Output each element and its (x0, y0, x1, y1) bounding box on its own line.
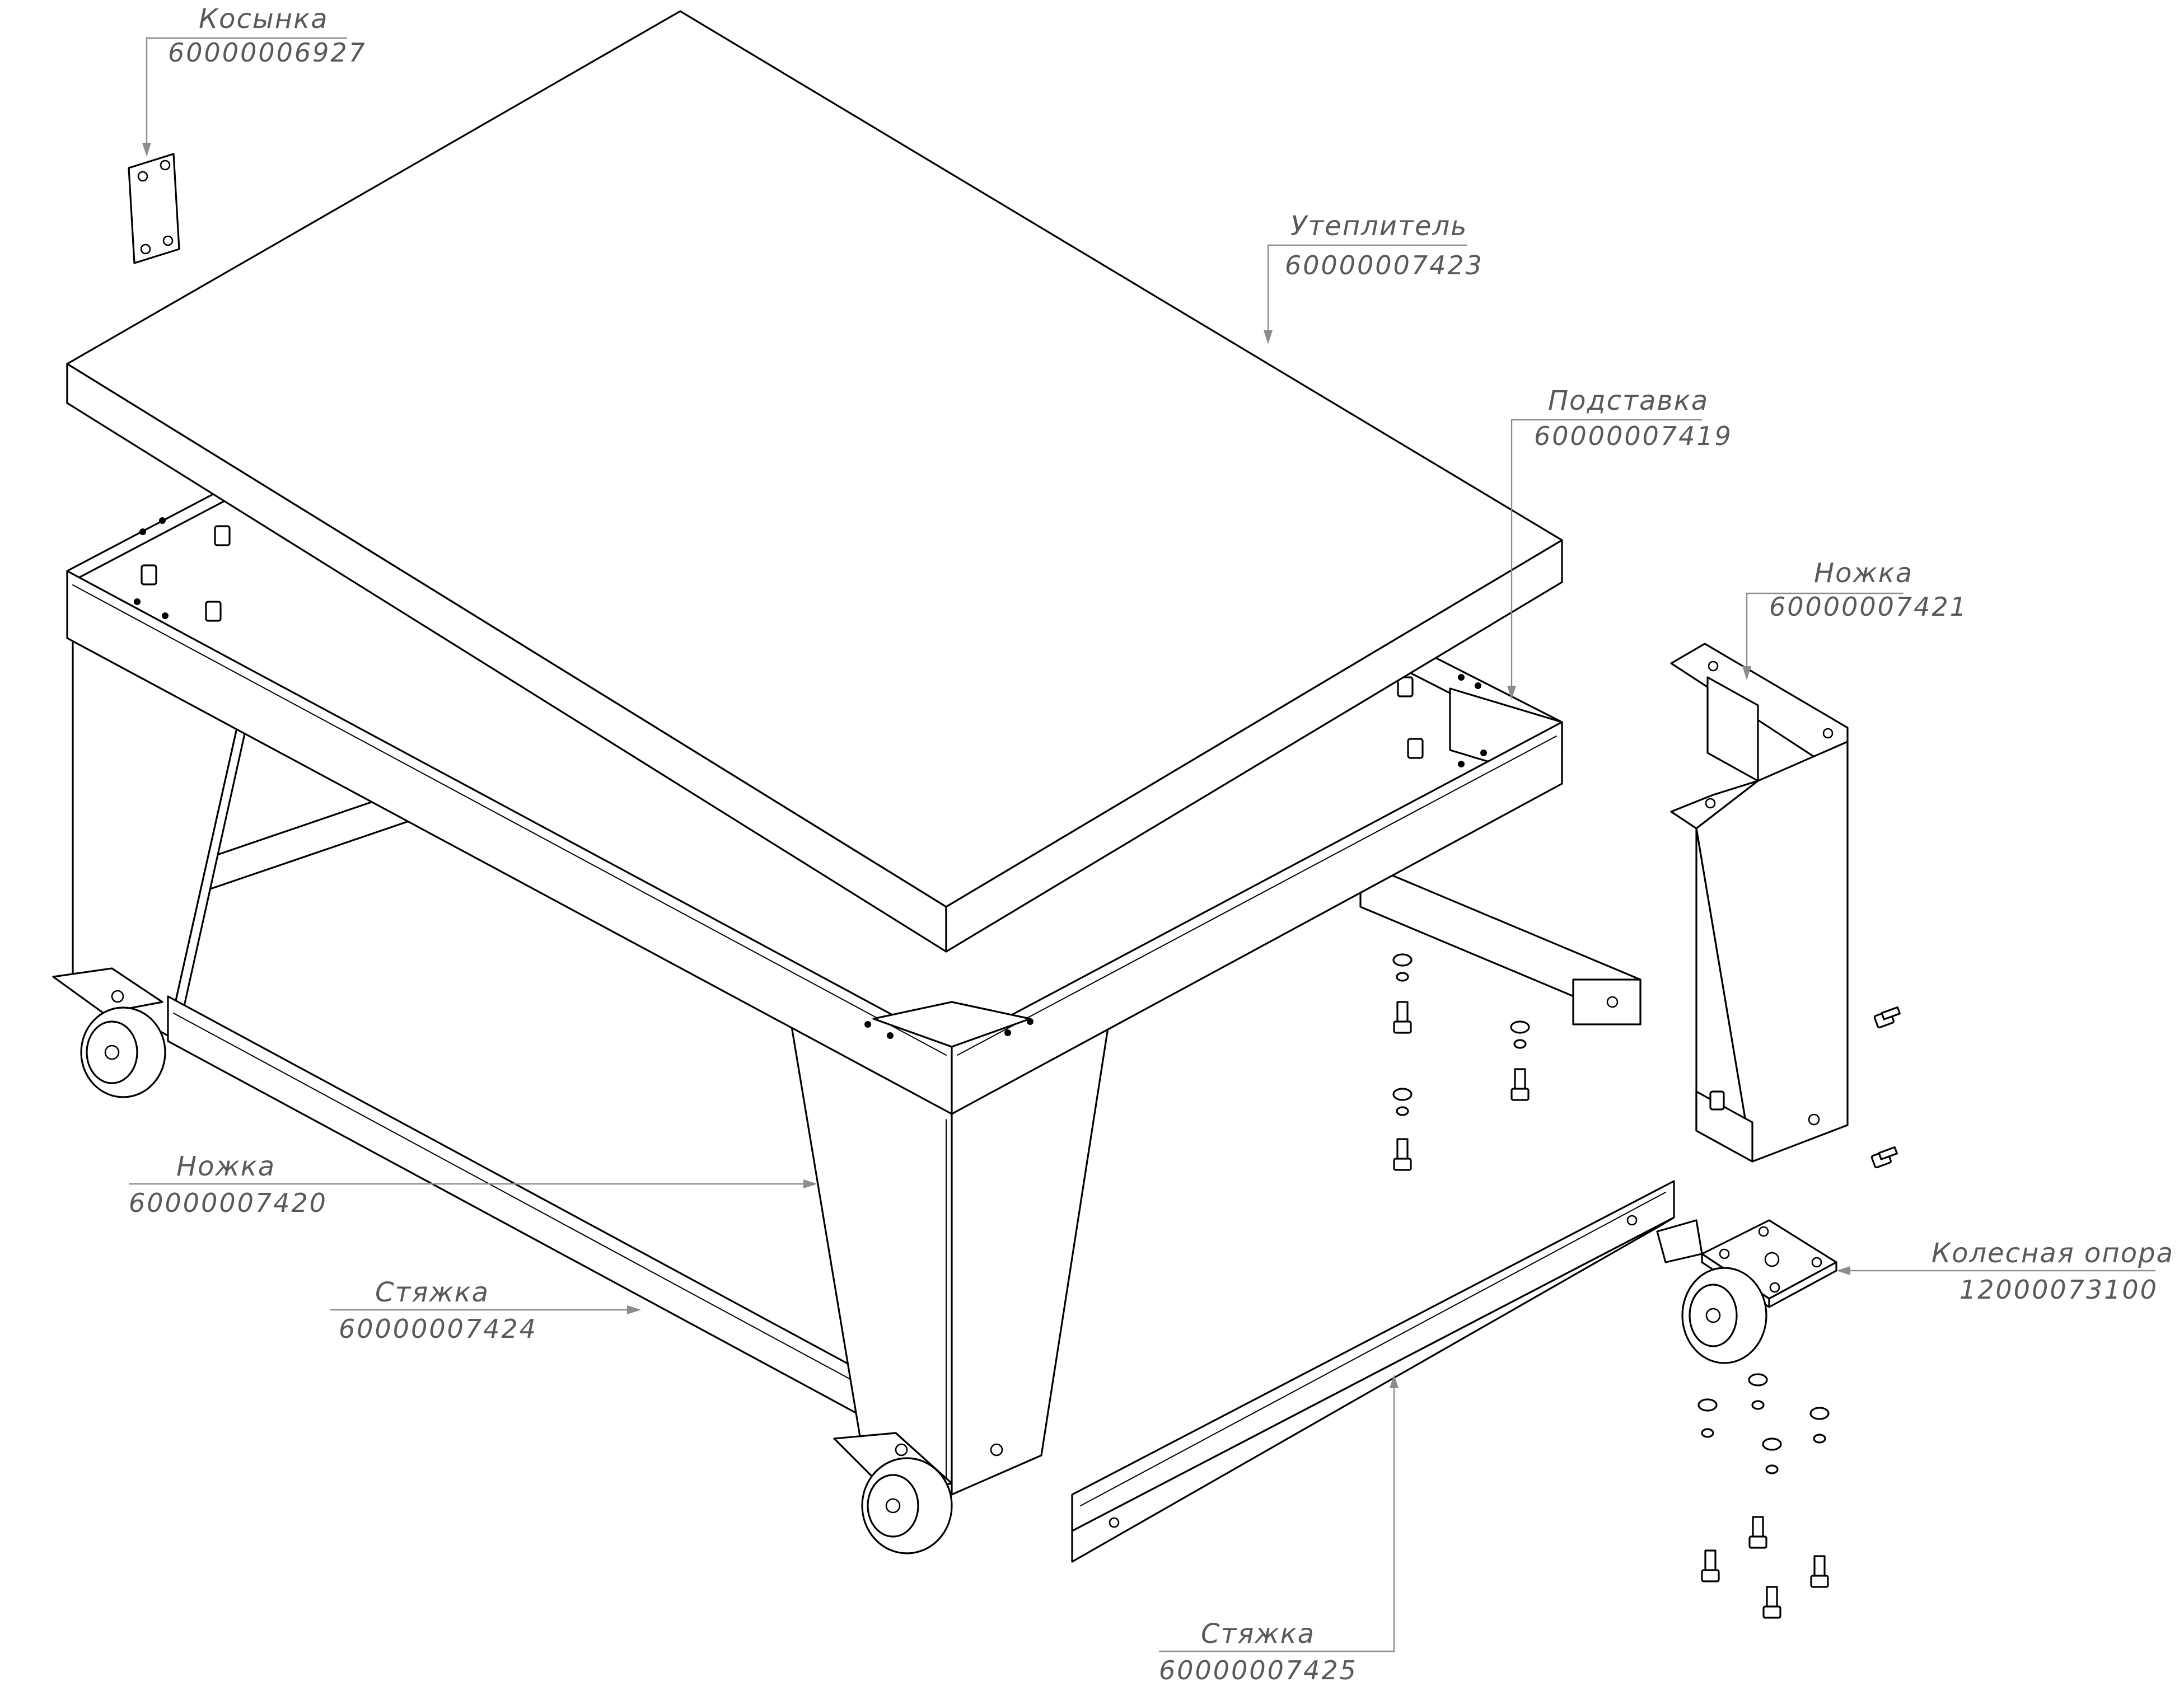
caster-left (52, 967, 166, 1098)
svg-text:60000007424: 60000007424 (339, 1314, 537, 1344)
frame-hole (1027, 1018, 1033, 1025)
callout-gusset: Косынка 60000006927 (168, 3, 367, 68)
bar-end-hole (1606, 996, 1619, 1008)
fasteners-right (1870, 1006, 1901, 1169)
frame-hole (1475, 682, 1481, 689)
svg-text:60000007419: 60000007419 (1534, 421, 1733, 451)
callout-tie-front: Стяжка 60000007424 (339, 1277, 537, 1344)
frame-hole (1004, 1029, 1011, 1036)
frame-hole (1458, 674, 1465, 681)
svg-text:Утеплитель: Утеплитель (1290, 210, 1467, 242)
leg-right-part (1670, 643, 1849, 1163)
svg-text:60000006927: 60000006927 (168, 38, 367, 68)
callout-insulation: Утеплитель 60000007423 (1285, 210, 1484, 280)
svg-text:Ножка: Ножка (1814, 558, 1913, 589)
insulation-top-face (66, 10, 1563, 908)
tie-loose-part (1071, 1180, 1675, 1563)
caster-front (833, 1432, 1003, 1554)
frame-hole (139, 528, 146, 535)
frame-right-edge (957, 736, 1557, 1056)
fasteners-center (1392, 953, 1530, 1171)
callout-tie-loose: Стяжка 60000007425 (1159, 1618, 1358, 1685)
front-tie-bend (173, 1013, 857, 1383)
insulation-panel (66, 10, 1563, 953)
frame-front-edge (72, 584, 947, 1056)
standoff-nuts (141, 525, 1424, 759)
stand-frame (66, 486, 1641, 1496)
frame-hole (162, 612, 169, 619)
frame-hole (887, 1032, 894, 1039)
svg-text:60000007420: 60000007420 (129, 1188, 328, 1218)
gusset-part (128, 153, 180, 264)
leg-right-top-flange (1670, 643, 1849, 760)
svg-text:Ножка: Ножка (176, 1151, 275, 1182)
frame-hole (134, 598, 141, 605)
frame-hole (864, 1021, 871, 1028)
leader-lines (129, 37, 2155, 1652)
svg-text:60000007423: 60000007423 (1285, 250, 1484, 280)
callout-stand: Подставка 60000007419 (1534, 385, 1733, 451)
caster-brake (1656, 1219, 1703, 1263)
svg-text:60000007425: 60000007425 (1159, 1655, 1358, 1685)
svg-text:Стяжка: Стяжка (375, 1277, 489, 1308)
svg-text:Стяжка: Стяжка (1201, 1618, 1315, 1650)
callout-leg-right: Ножка 60000007421 (1769, 558, 1968, 622)
callout-caster: Колесная опора 12000073100 (1932, 1238, 2174, 1305)
svg-text:Косынка: Косынка (199, 3, 329, 35)
fasteners-caster (1697, 1373, 1830, 1619)
svg-text:Подставка: Подставка (1548, 385, 1709, 416)
caster-loose-part (1656, 1219, 1837, 1364)
frame-hole (1480, 750, 1487, 756)
frame-hole (159, 517, 166, 524)
frame-hole (1458, 761, 1465, 767)
insulation-right-side (945, 539, 1563, 953)
svg-text:12000073100: 12000073100 (1959, 1275, 2158, 1305)
svg-text:60000007421: 60000007421 (1769, 592, 1968, 622)
svg-text:Колесная опора: Колесная опора (1932, 1238, 2174, 1269)
callout-leg-front: Ножка 60000007420 (129, 1151, 328, 1218)
